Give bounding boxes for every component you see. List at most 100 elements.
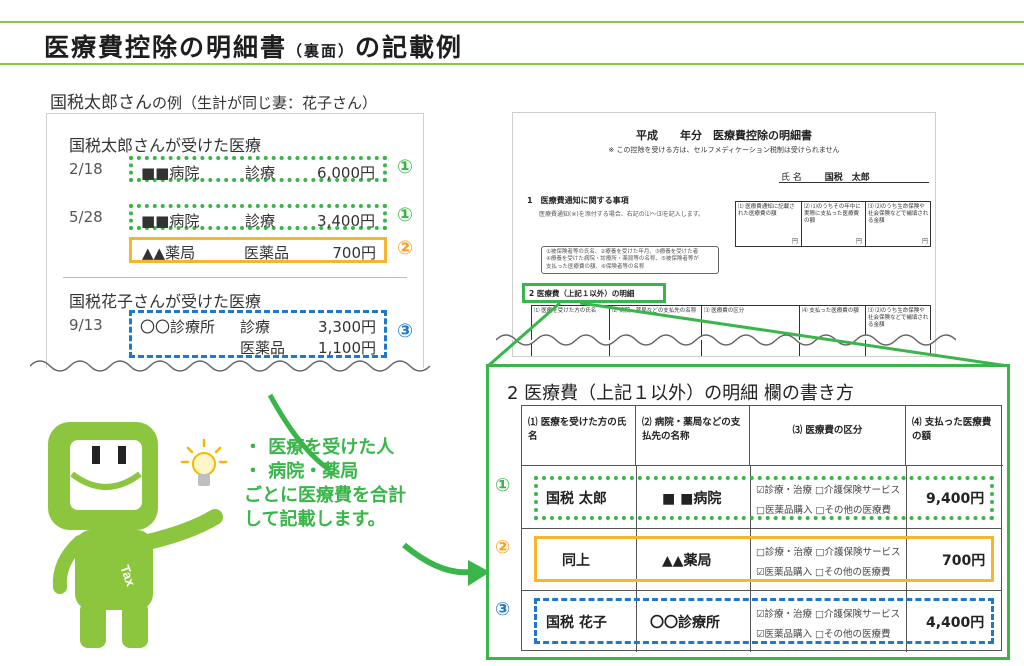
zoom-amount: 4,400円 xyxy=(926,615,985,631)
zoom-header-category: ⑶ 医療費の区分 xyxy=(750,406,906,466)
hanako-heading: 国税花子さんが受けた医療 xyxy=(69,292,262,311)
zoom-header-amount: ⑷ 支払った医療費の額 xyxy=(906,406,1003,466)
form-subtitle: ※ この控除を受ける方は、セルフメディケーション税制は受けられません xyxy=(608,146,840,154)
record-amount: 6,000円 xyxy=(317,164,375,182)
title-rule-bottom xyxy=(0,63,1024,65)
record-date: 9/13 xyxy=(69,316,103,334)
mascot-badge: Tax xyxy=(117,563,139,589)
form-cell: ⑶ ⑵のうち生命保険や社会保険などで補填される金額 xyxy=(868,204,929,225)
example-heading-names: 国税太郎さん xyxy=(50,93,152,113)
form-name-value: 国税 太郎 xyxy=(824,173,870,183)
zoom-row-rule xyxy=(522,528,1001,529)
zoom-marker-2: ② xyxy=(495,537,511,558)
title-bar: 医療費控除の明細書（裏面）の記載例 xyxy=(0,0,1024,65)
zoom-category-line: ☑診療・治療 □介護保険サービス xyxy=(756,485,901,496)
form-cell: ⑴ 医療費通知に記載された医療費の額 xyxy=(736,202,802,246)
zoom-panel: 2 医療費（上記１以外）の明細 欄の書き方 ⑴ 医療を受けた方の氏名 ⑵ 病院・… xyxy=(486,364,1010,660)
zoom-marker-3: ③ xyxy=(495,599,511,620)
zoom-row-highlight-2 xyxy=(534,536,994,582)
record-payee: ■■病院 xyxy=(141,212,200,230)
form-section-1-note: 医療費通知(※)を添付する場合、右記の⑴〜⑶を記入します。 xyxy=(539,211,705,218)
marker-1: ① xyxy=(397,204,414,226)
zoom-marker-1: ① xyxy=(495,475,511,496)
marker-1: ① xyxy=(397,156,414,178)
form-section-2: 2 医療費（上記１以外）の明細 xyxy=(522,283,666,303)
form-yen: 円 xyxy=(922,238,929,245)
zoom-row-rule xyxy=(522,590,1001,591)
title-paren: （裏面） xyxy=(287,42,356,60)
zoom-row-highlight-1 xyxy=(534,476,994,520)
lightbulb-icon xyxy=(180,438,228,486)
title-rule-top xyxy=(0,21,1024,23)
form-section-1: 1 医療費通知に関する事項 xyxy=(527,196,629,205)
zoom-category-line: □医薬品購入 □その他の医療費 xyxy=(756,505,891,516)
zoom-table: ⑴ 医療を受けた方の氏名 ⑵ 病院・薬局などの支払先の名称 ⑶ 医療費の区分 ⑷… xyxy=(521,405,1003,652)
zoom-payee: ▲▲薬局 xyxy=(662,553,712,569)
zoom-col-rule xyxy=(750,466,751,652)
taro-heading: 国税太郎さんが受けた医療 xyxy=(69,136,262,155)
zoom-header-payee: ⑵ 病院・薬局などの支払先の名称 xyxy=(636,406,750,466)
zoom-payee: 〇〇診療所 xyxy=(650,615,720,631)
zoom-person: 同上 xyxy=(562,553,590,569)
zoom-col-rule xyxy=(906,466,907,652)
form-yen: 円 xyxy=(792,238,799,245)
record-payee: ■■病院 xyxy=(141,164,200,182)
record-date: 2/18 xyxy=(69,160,103,178)
page-title: 医療費控除の明細書（裏面）の記載例 xyxy=(44,28,463,64)
marker-3: ③ xyxy=(397,320,414,342)
explanation-line: して記載します。 xyxy=(244,509,386,530)
example-heading: 国税太郎さんの例（生計が同じ妻：花子さん） xyxy=(50,88,377,113)
record-payee: 〇〇診療所 xyxy=(140,318,216,336)
zoom-title: 2 医療費（上記１以外）の明細 欄の書き方 xyxy=(507,383,854,404)
mascot-character: Tax xyxy=(48,422,223,648)
form-legend-line: 支払った医療費の額、⑥保険者等の名称 xyxy=(546,263,645,270)
example-heading-rest: の例（生計が同じ妻：花子さん） xyxy=(152,94,378,112)
example-card: 国税太郎さんが受けた医療 2/18 ■■病院 診療 6,000円 ① 5/28 … xyxy=(46,113,424,368)
zoom-col-rule xyxy=(636,466,637,652)
zoom-amount: 700円 xyxy=(942,553,986,569)
form-document: 平成 年分 医療費控除の明細書 ※ この控除を受ける方は、セルフメディケーション… xyxy=(512,112,936,357)
zoom-payee: ■ ■病院 xyxy=(662,491,722,507)
record-amount: 3,400円 xyxy=(317,212,375,230)
record-kind: 医薬品 xyxy=(240,339,286,357)
zoom-person: 国税 花子 xyxy=(546,615,607,631)
record-kind: 診療 xyxy=(245,212,276,230)
record-amount: 1,100円 xyxy=(318,339,376,357)
record-kind: 診療 xyxy=(240,318,271,336)
record-payee: ▲▲薬局 xyxy=(142,244,196,262)
form-legend-line: ①被保険者等の氏名、②療養を受けた年月、③療養を受けた者 xyxy=(546,249,699,255)
explanation-line: ・ 医療を受けた人 xyxy=(244,437,395,458)
zoom-person: 国税 太郎 xyxy=(546,491,607,507)
explanation-text: ・ 医療を受けた人 ・ 病院・薬局 ごとに医療費を合計 して記載します。 xyxy=(244,436,406,532)
explanation-line: ごとに医療費を合計 xyxy=(244,485,406,506)
mascot-body xyxy=(48,422,223,648)
record-date: 5/28 xyxy=(69,208,103,226)
form-cell: ⑵ ⑴のうちその年中に実際に支払った医療費の額 xyxy=(802,202,866,246)
zoom-header-person: ⑴ 医療を受けた方の氏名 xyxy=(522,406,636,466)
flow-arrow xyxy=(402,542,471,576)
form-yen: 円 xyxy=(856,238,863,245)
card-divider xyxy=(63,277,407,278)
record-kind: 診療 xyxy=(245,164,276,182)
form-legend: ①被保険者等の氏名、②療養を受けた年月、③療養を受けた者 ④療養を受けた病院・診… xyxy=(541,246,719,274)
form-legend-line: ④療養を受けた病院・診療所・薬局等の名称、⑤被保険者等が xyxy=(546,256,699,263)
record-box-taro-3: ▲▲薬局 医薬品 700円 xyxy=(129,237,387,263)
form-name: 氏 名 国税 太郎 xyxy=(781,170,870,183)
form-notice-table: ⑴ 医療費通知に記載された医療費の額 ⑵ ⑴のうちその年中に実際に支払った医療費… xyxy=(735,201,931,247)
zoom-row-highlight-3 xyxy=(534,598,994,644)
record-box-taro-1: ■■病院 診療 6,000円 xyxy=(129,156,387,182)
title-suffix: の記載例 xyxy=(355,33,464,62)
explanation-line: ・ 病院・薬局 xyxy=(244,461,359,482)
title-main: 医療費控除の明細書 xyxy=(44,33,288,62)
zoom-category-line: ☑医薬品購入 □その他の医療費 xyxy=(756,567,891,578)
zoom-amount: 9,400円 xyxy=(926,491,985,507)
record-box-taro-2: ■■病院 診療 3,400円 xyxy=(129,204,387,230)
zoom-category-line: ☑医薬品購入 □その他の医療費 xyxy=(756,629,891,640)
zoom-category-line: ☑診療・治療 □介護保険サービス xyxy=(756,609,901,620)
record-amount: 3,300円 xyxy=(318,318,376,336)
torn-edge-right xyxy=(496,334,956,346)
form-name-label: 氏 名 xyxy=(781,173,802,183)
record-kind: 医薬品 xyxy=(244,244,290,262)
zoom-category-line: □診療・治療 □介護保険サービス xyxy=(756,547,901,558)
record-amount: 700円 xyxy=(332,244,376,262)
